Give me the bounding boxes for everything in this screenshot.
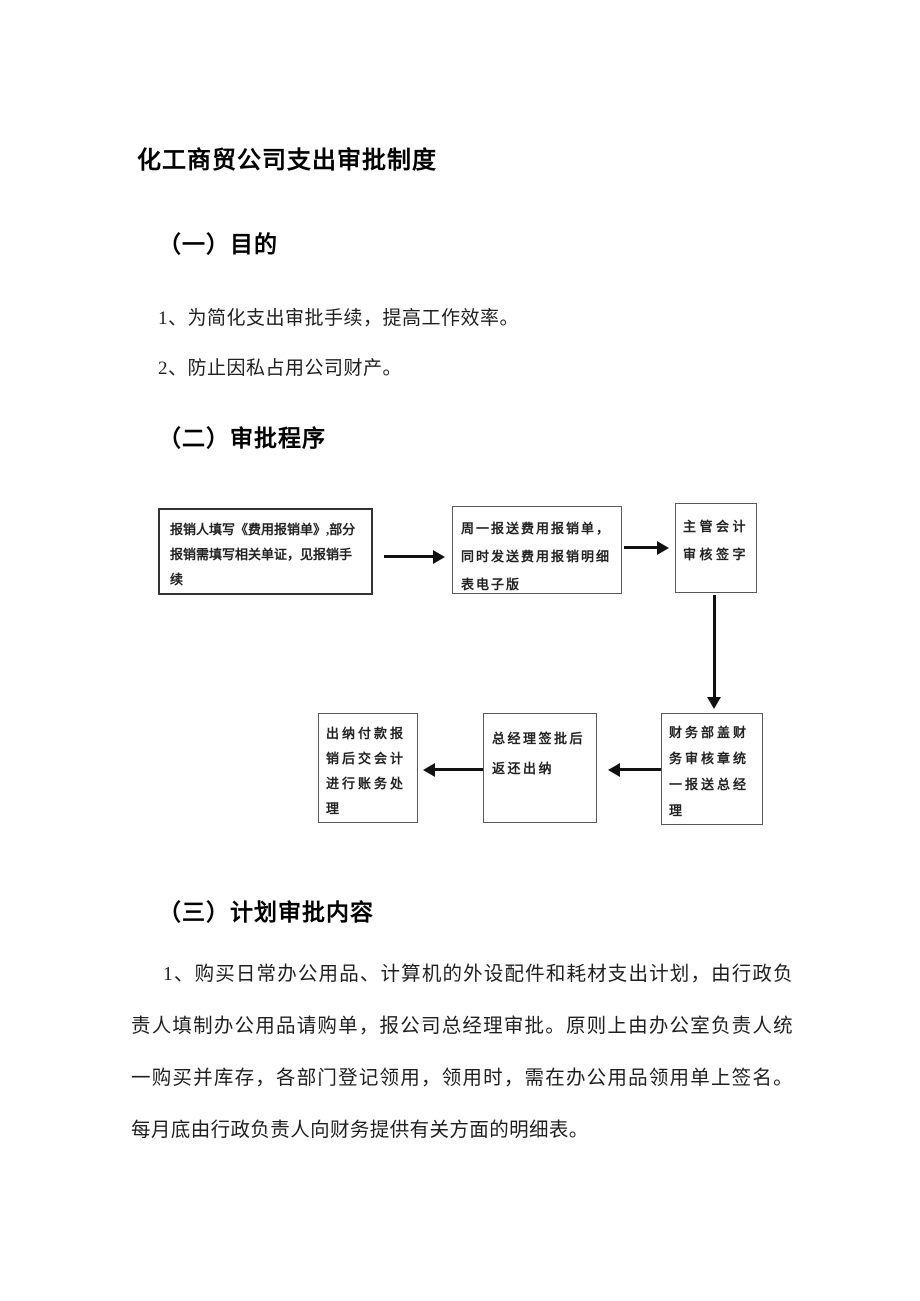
- arrow-down-accountant-to-finance-icon: [707, 595, 721, 710]
- paragraph-line: 每月底由行政负责人向财务提供有关方面的明细表。: [131, 1120, 589, 1141]
- arrow-right-fill-to-submit-icon: [384, 550, 446, 564]
- flow-step-submit-monday: 周一报送费用报销单，同时发送费用报销明细表电子版: [452, 506, 622, 594]
- arrow-right-submit-to-accountant-icon: [624, 541, 670, 555]
- arrow-head-icon: [608, 763, 620, 777]
- arrow-shaft: [618, 768, 661, 771]
- section-heading-plan-approval: （三）计划审批内容: [158, 899, 374, 925]
- arrow-shaft: [624, 546, 658, 549]
- purpose-item-1: 1、为简化支出审批手续，提高工作效率。: [158, 308, 520, 329]
- paragraph-line: 一购买并库存，各部门登记领用，领用时，需在办公用品领用单上签名。: [131, 1068, 793, 1089]
- section-heading-purpose: （一）目的: [158, 231, 278, 257]
- flow-step-cashier-pay-accounting: 出纳付款报销后交会计进行账务处理: [318, 713, 418, 823]
- arrow-head-icon: [707, 697, 721, 709]
- paragraph-line: 1、购买日常办公用品、计算机的外设配件和耗材支出计划，由行政负: [163, 964, 793, 985]
- flow-step-gm-sign-return-cashier: 总经理签批后返还出纳: [483, 713, 597, 823]
- section-heading-procedure: （二）审批程序: [158, 425, 326, 451]
- arrow-left-finance-to-gm-icon: [608, 763, 661, 777]
- arrow-shaft: [713, 595, 716, 698]
- arrow-shaft: [433, 768, 483, 771]
- paragraph-line: 责人填制办公用品请购单，报公司总经理审批。原则上由办公室负责人统: [131, 1016, 793, 1037]
- purpose-item-2: 2、防止因私占用公司财产。: [158, 358, 403, 379]
- plan-paragraph: 1、购买日常办公用品、计算机的外设配件和耗材支出计划，由行政负 责人填制办公用品…: [131, 962, 793, 1170]
- flow-step-finance-seal-submit-gm: 财务部盖财务审核章统一报送总经理: [661, 713, 763, 825]
- doc-title: 化工商贸公司支出审批制度: [137, 147, 437, 174]
- arrow-head-icon: [657, 541, 669, 555]
- flow-step-chief-accountant-sign: 主管会计审核签字: [675, 503, 757, 593]
- arrow-head-icon: [433, 550, 445, 564]
- arrow-head-icon: [423, 763, 435, 777]
- arrow-left-gm-to-cashier-icon: [423, 763, 483, 777]
- arrow-shaft: [384, 555, 434, 558]
- flow-step-fill-reimbursement-form: 报销人填写《费用报销单》,部分报销需填写相关单证，见报销手续: [158, 508, 373, 595]
